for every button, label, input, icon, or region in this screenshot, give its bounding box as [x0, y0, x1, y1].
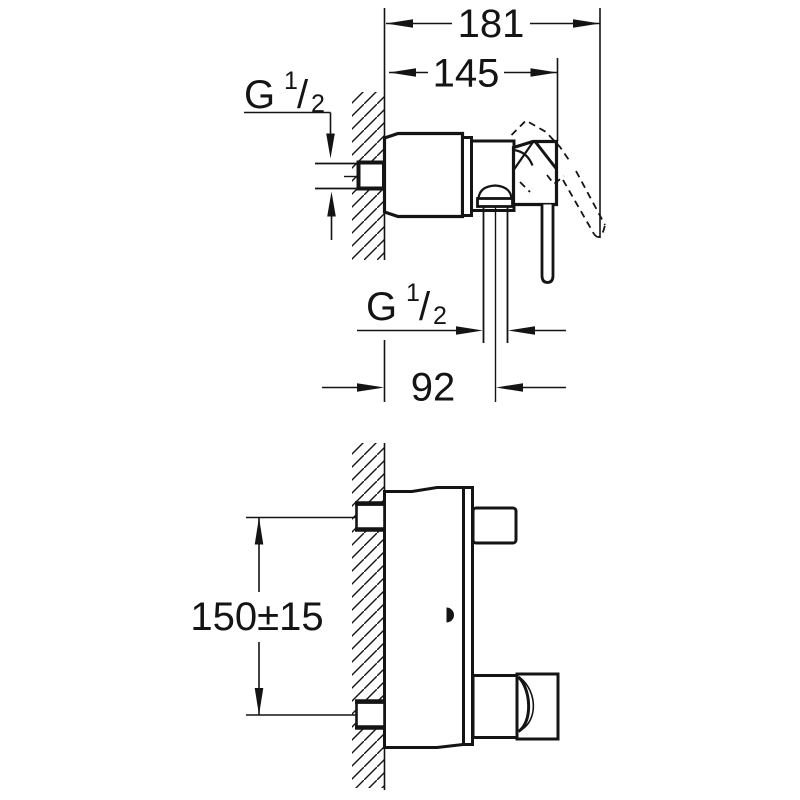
front-view: 150±15: [190, 443, 560, 790]
lower-inlet-stub-edges: [355, 699, 385, 730]
arrowhead-left-icon: [496, 383, 523, 392]
outlet-thread-letter: G: [366, 285, 397, 329]
dimension-body-depth: 145: [389, 52, 558, 96]
dashed-notch: [546, 174, 565, 186]
arrowhead-right-icon: [357, 383, 384, 392]
arrowhead-up-icon: [327, 191, 336, 217]
dim-body-depth-label: 145: [433, 52, 500, 96]
arrowhead-right-icon: [530, 68, 558, 77]
upper-outlet-stub: [471, 506, 518, 545]
dimension-overall-depth: 181: [386, 2, 600, 46]
lever-base-cylinder: [471, 674, 519, 739]
inlet-thread-numerator: 1: [284, 67, 298, 95]
dim-outlet-distance-label: 92: [411, 366, 456, 410]
inlet-thread-slash: /: [297, 73, 309, 117]
inlet-thread-letter: G: [244, 73, 275, 117]
arrowhead-right-icon: [456, 326, 483, 335]
inlet-pipe-lines: [315, 162, 358, 190]
lower-inlet-stub: [355, 701, 386, 729]
dashed-lever-edge-1: [562, 179, 595, 235]
outlet-thread-slash: /: [419, 285, 431, 329]
lever-knob-arc-thin: [520, 677, 535, 731]
dimension-inlet-spacing: 150±15: [190, 516, 356, 716]
dashed-lever-edge-2: [575, 170, 606, 226]
inlet-thread-callout: G 1 / 2: [244, 67, 336, 240]
upper-inlet-stub-edges: [355, 501, 385, 532]
lever-knob-arc-bold: [517, 675, 531, 733]
arrowhead-left-icon: [389, 68, 416, 77]
handle-raised-dashed-outline: [510, 119, 606, 238]
wall-hatching: [352, 443, 384, 788]
outlet-thread-numerator: 1: [406, 279, 420, 307]
upper-inlet-stub: [355, 503, 386, 531]
outlet-thread-callout: G 1 / 2: [357, 279, 566, 335]
inlet-thread-denominator: 2: [311, 90, 325, 118]
outlet-thread-denominator: 2: [433, 302, 447, 330]
extension-lines: [246, 516, 356, 716]
arrowhead-down-icon: [326, 133, 335, 159]
arrowhead-up-icon: [254, 517, 264, 545]
handle-edge-line-2: [534, 141, 558, 170]
mixer-body-outline: [382, 131, 465, 219]
arrowhead-right-icon: [573, 19, 600, 28]
outlet-dome: [477, 184, 513, 199]
side-view: 181 145 G 1 / 2: [244, 2, 606, 410]
outlet-nut: [476, 197, 514, 208]
outlet-pipe-lines: [482, 207, 509, 343]
inlet-wall-fitting: [356, 160, 386, 191]
dimension-outlet-distance: 92: [322, 366, 566, 410]
arrowhead-left-icon: [508, 326, 535, 335]
dim-overall-depth-label: 181: [458, 2, 525, 46]
arrowhead-down-icon: [254, 688, 264, 715]
dashed-detail: [519, 181, 531, 193]
body-marking-dot: [446, 607, 455, 623]
dim-inlet-spacing-label: 150±15: [190, 595, 323, 639]
handle-lever-bar: [540, 204, 555, 284]
dashed-cap: [510, 119, 572, 164]
leader-line: [244, 111, 332, 134]
mixer-body-front-outline: [383, 486, 474, 749]
dashed-lever-tip: [593, 224, 606, 238]
arrowhead-left-icon: [386, 19, 413, 28]
handle-edge-line-1: [513, 141, 534, 171]
